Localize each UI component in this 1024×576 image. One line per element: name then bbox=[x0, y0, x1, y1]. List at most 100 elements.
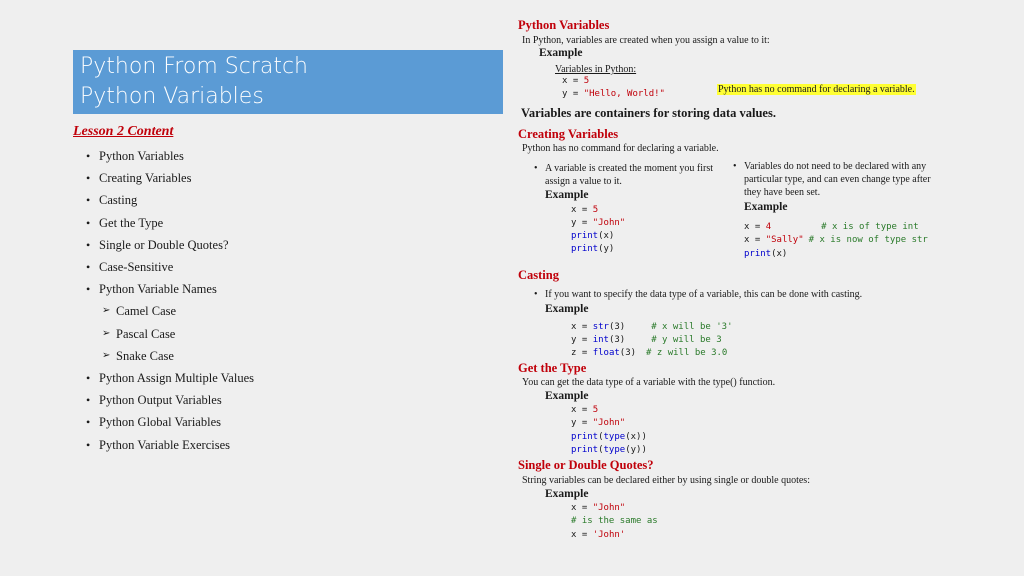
code-value: 5 bbox=[592, 405, 599, 415]
code-value: 4 bbox=[765, 222, 772, 232]
code-comment: # x will be '3' bbox=[651, 322, 733, 332]
code-args: (3) bbox=[619, 348, 637, 358]
code-args: (x)) bbox=[625, 432, 647, 442]
code-lhs: x = bbox=[571, 503, 593, 513]
code-value: "John" bbox=[592, 503, 626, 513]
code-function: print bbox=[571, 432, 599, 442]
list-subitem: Pascal Case bbox=[86, 323, 254, 345]
code-line: x = 5 bbox=[562, 76, 589, 86]
code-line: z = float(3) # z will be 3.0 bbox=[571, 348, 727, 358]
gettype-text: You can get the data type of a variable … bbox=[522, 377, 776, 388]
example-label: Example bbox=[539, 47, 583, 59]
list-item: Python Output Variables bbox=[86, 389, 254, 411]
code-lhs: x = bbox=[571, 530, 593, 540]
lesson-list: Python Variables Creating Variables Cast… bbox=[86, 145, 254, 456]
code-comment: # y will be 3 bbox=[651, 335, 722, 345]
code-line: y = "John" bbox=[571, 418, 625, 428]
code-function: str bbox=[592, 322, 609, 332]
creating-right-text: Variables do not need to be declared wit… bbox=[733, 160, 940, 199]
code-lhs: x = bbox=[571, 205, 593, 215]
code-function: print bbox=[571, 244, 599, 254]
code-lhs: y = bbox=[562, 89, 584, 99]
code-line: print(y) bbox=[571, 244, 614, 254]
banner-title: Python From Scratch bbox=[80, 54, 309, 79]
list-subitem: Camel Case bbox=[86, 300, 254, 322]
title-banner: Python From Scratch Python Variables bbox=[73, 50, 503, 114]
code-line: print(type(y)) bbox=[571, 445, 647, 455]
code-lhs: y = bbox=[571, 218, 593, 228]
code-lhs: x = bbox=[571, 322, 593, 332]
code-lhs: y = bbox=[571, 418, 593, 428]
code-function: float bbox=[592, 348, 620, 358]
code-comment: # x is now of type str bbox=[808, 235, 928, 245]
code-comment: # z will be 3.0 bbox=[646, 348, 728, 358]
code-function: print bbox=[744, 249, 772, 259]
section-heading-gettype: Get the Type bbox=[518, 361, 587, 375]
variables-summary: Variables are containers for storing dat… bbox=[521, 106, 776, 120]
code-value: 5 bbox=[592, 205, 599, 215]
example-label: Example bbox=[545, 488, 589, 500]
code-args: (3) bbox=[608, 335, 626, 345]
code-value: "Sally" bbox=[765, 235, 804, 245]
list-item: Creating Variables bbox=[86, 167, 254, 189]
code-function: print bbox=[571, 445, 599, 455]
list-item: Python Assign Multiple Values bbox=[86, 367, 254, 389]
code-lhs: x = bbox=[744, 235, 766, 245]
banner-subtitle: Python Variables bbox=[80, 84, 264, 109]
code-value: "John" bbox=[592, 418, 626, 428]
code-line: x = 'John' bbox=[571, 530, 625, 540]
code-lhs: y = bbox=[571, 335, 593, 345]
code-function: type bbox=[603, 432, 626, 442]
code-line: x = "Sally" # x is now of type str bbox=[744, 235, 928, 245]
section-heading-creating: Creating Variables bbox=[518, 127, 619, 141]
code-function: int bbox=[592, 335, 609, 345]
example-label: Example bbox=[545, 390, 589, 402]
code-comment: # is the same as bbox=[571, 516, 658, 526]
code-lhs: x = bbox=[571, 405, 593, 415]
code-args: ( bbox=[598, 445, 604, 455]
highlighted-note: Python has no command for declaring a va… bbox=[717, 84, 916, 95]
note-text: Python has no command for declaring a va… bbox=[717, 84, 916, 95]
list-item: Python Variable Exercises bbox=[86, 434, 254, 456]
example-label: Example bbox=[744, 201, 788, 213]
code-line: print(type(x)) bbox=[571, 432, 647, 442]
code-args: (y)) bbox=[625, 445, 647, 455]
section-heading-variables: Python Variables bbox=[518, 18, 610, 32]
variables-sub-label: Variables in Python: bbox=[555, 64, 637, 75]
list-item: Python Variable Names bbox=[86, 278, 254, 300]
code-line: print(x) bbox=[744, 249, 787, 259]
quotes-text: String variables can be declared either … bbox=[522, 475, 810, 486]
code-args: (3) bbox=[608, 322, 626, 332]
code-comment: # x is of type int bbox=[821, 222, 919, 232]
code-value: "John" bbox=[592, 218, 626, 228]
list-item: Casting bbox=[86, 189, 254, 211]
code-line: x = 5 bbox=[571, 405, 598, 415]
list-item: Case-Sensitive bbox=[86, 256, 254, 278]
code-line: y = int(3) # y will be 3 bbox=[571, 335, 722, 345]
list-item: Get the Type bbox=[86, 212, 254, 234]
code-value: 5 bbox=[583, 76, 590, 86]
list-subitem: Snake Case bbox=[86, 345, 254, 367]
creating-left-text: A variable is created the moment you fir… bbox=[534, 162, 725, 188]
code-line: x = "John" bbox=[571, 503, 625, 513]
code-line: x = 5 bbox=[571, 205, 598, 215]
code-line: y = "Hello, World!" bbox=[562, 89, 665, 99]
code-args: (x) bbox=[771, 249, 788, 259]
code-line: # is the same as bbox=[571, 516, 658, 526]
code-lhs: z = bbox=[571, 348, 593, 358]
variables-intro: In Python, variables are created when yo… bbox=[522, 35, 770, 46]
creating-intro: Python has no command for declaring a va… bbox=[522, 143, 719, 154]
section-heading-casting: Casting bbox=[518, 268, 559, 282]
casting-text: If you want to specify the data type of … bbox=[534, 289, 862, 300]
code-line: y = "John" bbox=[571, 218, 625, 228]
lesson-heading: Lesson 2 Content bbox=[73, 124, 174, 139]
code-value: "Hello, World!" bbox=[583, 89, 665, 99]
code-line: x = 4# x is of type int bbox=[744, 222, 919, 232]
list-item: Python Variables bbox=[86, 145, 254, 167]
section-heading-quotes: Single or Double Quotes? bbox=[518, 458, 654, 472]
code-args: (y) bbox=[598, 244, 615, 254]
code-args: (x) bbox=[598, 231, 615, 241]
code-value: 'John' bbox=[592, 530, 626, 540]
code-args: ( bbox=[598, 432, 604, 442]
code-lhs: x = bbox=[562, 76, 584, 86]
